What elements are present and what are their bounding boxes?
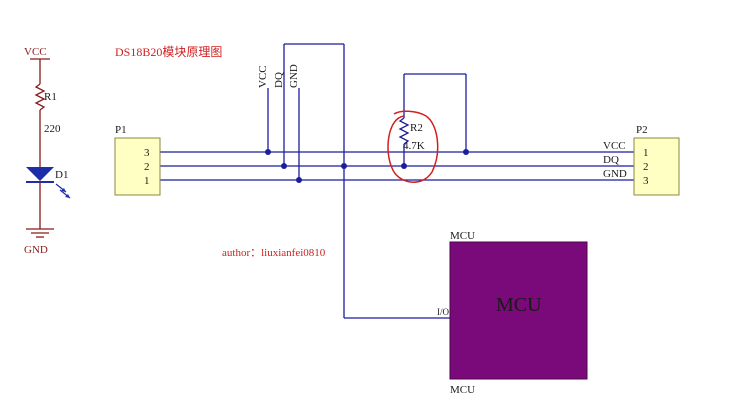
diagram-title: DS18B20模块原理图 xyxy=(115,45,222,59)
mcu-bottom-label: MCU xyxy=(450,384,475,396)
connector-p2-ref: P2 xyxy=(636,124,648,136)
resistor-r1-symbol xyxy=(34,83,46,111)
junction-dots xyxy=(265,149,469,183)
highlight-circle-annotation xyxy=(387,110,439,183)
p2-net-label-vcc: VCC xyxy=(603,140,626,152)
connector-p1-ref: P1 xyxy=(115,124,127,136)
gnd-label: GND xyxy=(24,244,48,256)
connector-p1-pin-1: 1 xyxy=(144,175,150,187)
resistor-r2-value: 4.7K xyxy=(403,140,425,152)
power-led-circuit: VCC R1 220 D1 GND xyxy=(24,46,71,256)
bus-label-gnd: GND xyxy=(288,64,300,88)
resistor-r1-value: 220 xyxy=(44,123,61,135)
connector-p1-pin-3: 3 xyxy=(144,147,150,159)
connector-p2-pin-3: 3 xyxy=(643,175,649,187)
connector-p1-pin-2: 2 xyxy=(144,161,150,173)
connector-p1: P1 3 2 1 xyxy=(114,124,161,196)
p2-net-label-dq: DQ xyxy=(603,154,619,166)
mcu-block: MCU MCU I/O MCU xyxy=(437,230,588,396)
vcc-label: VCC xyxy=(24,46,47,58)
mcu-top-label: MCU xyxy=(450,230,475,242)
connector-p2-pin-1: 1 xyxy=(643,147,649,159)
bus-label-dq: DQ xyxy=(273,72,285,88)
bus-wires xyxy=(160,43,634,319)
p2-net-label-gnd: GND xyxy=(603,168,627,180)
ground-icon xyxy=(26,228,54,238)
led-d1-ref: D1 xyxy=(55,169,68,181)
resistor-r2-symbol xyxy=(398,117,410,145)
mcu-body-label: MCU xyxy=(496,294,542,316)
mcu-body xyxy=(449,241,588,380)
resistor-r1-ref: R1 xyxy=(44,91,57,103)
bus-label-vcc: VCC xyxy=(257,65,269,88)
author-annotation: author：liuxianfei0810 xyxy=(222,247,326,259)
connector-p2: P2 1 2 3 VCC DQ GND xyxy=(603,124,680,196)
resistor-r2-ref: R2 xyxy=(410,122,423,134)
connector-p2-pin-2: 2 xyxy=(643,161,649,173)
mcu-io-pin-label: I/O xyxy=(437,307,449,317)
